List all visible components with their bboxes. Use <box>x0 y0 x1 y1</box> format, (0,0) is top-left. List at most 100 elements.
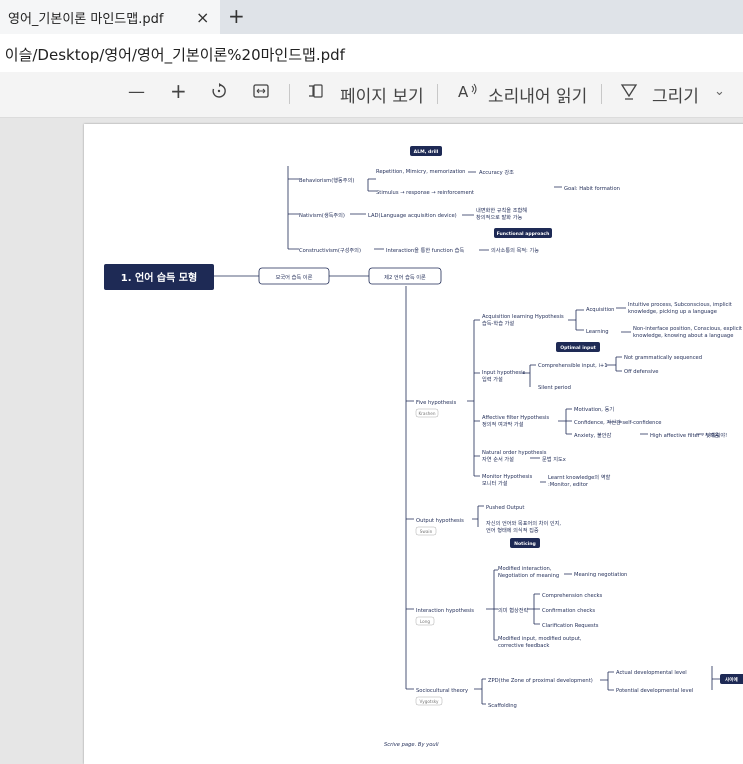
draw-dropdown-icon[interactable]: ⌄ <box>714 84 725 99</box>
node-label: Confirmation checks <box>542 608 595 614</box>
svg-text:A: A <box>458 83 469 100</box>
toolbar-divider <box>437 84 438 104</box>
node-label: Acquisition learning Hypothesis <box>482 314 564 320</box>
node-label: Non-interface position, Conscious, expli… <box>633 326 742 332</box>
node-label: =self-confidence <box>618 420 662 426</box>
node-label: 자신의 언어와 목표어의 차이 인지, <box>486 519 561 527</box>
badge <box>720 674 743 684</box>
node-label: Monitor Hypothesis <box>482 474 532 480</box>
node-label: Affective filter Hypothesis <box>482 415 549 421</box>
close-tab-icon[interactable]: × <box>196 8 210 27</box>
address-bar[interactable]: 이슬/Desktop/영어/영어_기본이론%20마인드맵.pdf <box>0 34 743 73</box>
branch-node-l2 <box>368 267 442 285</box>
toolbar-divider <box>289 84 290 104</box>
page-view-icon[interactable] <box>306 82 324 105</box>
node-label: Stimulus → response → reinforcement <box>376 190 474 196</box>
branch-label-l1: 모국어 습득 이론 <box>276 273 313 281</box>
node-label: High affective filter - 두려움 <box>650 431 720 439</box>
node-label: Output hypothesis <box>416 518 464 524</box>
page-view-label[interactable]: 페이지 보기 <box>340 87 424 107</box>
badge <box>556 342 600 352</box>
node-label: Sociocultural theory <box>416 688 468 694</box>
connector <box>374 248 489 251</box>
node-label: Comprehension checks <box>542 593 603 599</box>
node-label: Behaviorism(행동주의) <box>299 177 354 184</box>
node-label: Goal: Habit formation <box>564 186 620 192</box>
node-label: Off defensive <box>624 369 659 375</box>
node-label: Input hypothesis <box>482 370 526 376</box>
zoom-in-button[interactable]: + <box>170 79 187 103</box>
connector <box>600 671 614 691</box>
node-label: Learnt knowledge의 역할 <box>548 473 610 481</box>
draw-icon[interactable] <box>620 82 638 105</box>
active-tab[interactable]: 영어_기본이론 마인드맵.pdf × <box>0 0 220 34</box>
node-label: Modified interaction, <box>498 566 552 572</box>
draw-label[interactable]: 그리기 <box>652 87 699 107</box>
pdf-toolbar: — + 페이지 보기 A 소리내어 읽기 그리기 ⌄ <box>0 72 743 118</box>
connector <box>530 457 546 483</box>
node-label: knowledge, knowing about a language <box>633 333 733 339</box>
connector <box>472 505 484 527</box>
zoom-out-button[interactable]: — <box>128 82 145 102</box>
node-label: Pushed Output <box>486 505 524 511</box>
connector <box>558 408 572 435</box>
connector <box>606 356 622 372</box>
node-label: 낮춰줘야! <box>706 431 727 439</box>
connector <box>467 319 480 477</box>
node-label: Comprehensible input, i+1 <box>538 363 608 369</box>
node-label: Constructivism(구성주의) <box>299 246 361 254</box>
node-label: Motivation, 동기 <box>574 405 614 413</box>
author-tag <box>415 616 435 626</box>
new-tab-icon[interactable]: + <box>228 4 245 28</box>
node-label: Confidence, 자신감 <box>574 418 621 426</box>
node-label: 정의적 여과막 가설 <box>482 420 524 428</box>
node-label: LAD(Language acquisition device) <box>368 213 457 219</box>
connector <box>406 400 414 690</box>
node-label: Silent period <box>538 385 571 391</box>
connector <box>522 364 536 387</box>
badge <box>410 146 442 156</box>
author-tag <box>415 408 439 418</box>
pdf-viewer[interactable]: 1. 언어 습득 모형 모국어 습득 이론 제2 언어 습득 이론 ALM, d… <box>0 118 743 764</box>
tab-title: 영어_기본이론 마인드맵.pdf <box>8 11 164 27</box>
node-label: Scaffolding <box>488 703 517 709</box>
address-text[interactable]: 이슬/Desktop/영어/영어_기본이론%20마인드맵.pdf <box>0 46 345 64</box>
node-label: knowledge, picking up a language <box>628 309 717 315</box>
node-label: Five hypothesis <box>416 400 456 406</box>
node-label: Interaction hypothesis <box>416 608 474 614</box>
connector <box>350 213 474 216</box>
node-label: Anxiety, 불안감 <box>574 432 611 439</box>
author-tag <box>415 696 443 706</box>
badge-label: Optimal input <box>560 345 596 351</box>
branch-node-l1 <box>258 267 330 285</box>
node-label: Clarification Requests <box>542 623 599 629</box>
node-label: Modified input, modified output, <box>498 636 582 642</box>
author-label: Vygotsky <box>419 699 439 704</box>
node-label: 습득-학습 가설 <box>482 319 514 327</box>
node-label: Acquisition <box>586 307 614 313</box>
connector <box>486 569 498 641</box>
node-label: 내면화한 규칙을 조합해 <box>476 206 527 214</box>
node-label: Actual developmental level <box>616 670 687 676</box>
connector <box>616 307 631 333</box>
author-tag <box>415 526 437 536</box>
badge-label: ALM, drill <box>414 149 439 155</box>
read-aloud-label[interactable]: 소리내어 읽기 <box>488 87 588 107</box>
connector <box>608 421 704 435</box>
node-label: Negotiation of meaning <box>498 573 559 579</box>
badge-label: 사이에 <box>725 676 738 683</box>
page-footer: Scrive page. By youli <box>384 742 439 748</box>
connector <box>474 678 486 705</box>
node-label: Learning <box>586 329 609 335</box>
pdf-page: 1. 언어 습득 모형 모국어 습득 이론 제2 언어 습득 이론 ALM, d… <box>84 124 743 764</box>
connector <box>568 309 584 331</box>
read-aloud-icon[interactable]: A <box>458 82 480 105</box>
author-label: Long <box>420 619 430 624</box>
root-label: 1. 언어 습득 모형 <box>121 271 197 284</box>
fit-width-icon[interactable] <box>252 82 270 105</box>
node-label: Natural order hypothesis <box>482 450 547 456</box>
node-label: 자연 순서 가설 <box>482 455 514 463</box>
connector <box>528 573 572 625</box>
rotate-icon[interactable] <box>210 82 228 105</box>
connector <box>711 666 720 690</box>
